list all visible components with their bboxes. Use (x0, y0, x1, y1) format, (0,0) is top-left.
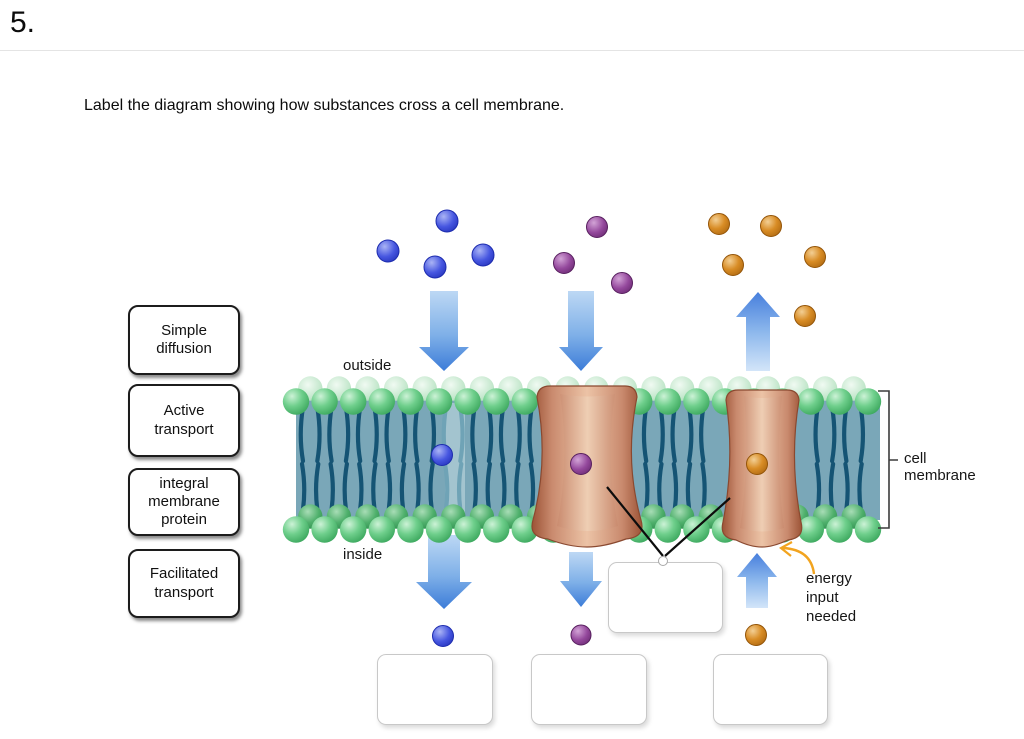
facilitated-transport-down-arrow (559, 291, 603, 371)
facilitated-transport-down-arrow-inside (560, 552, 602, 607)
active-transport-up-arrow (736, 292, 780, 371)
answer-dropzone-bottom-middle[interactable] (531, 654, 647, 725)
instruction-text: Label the diagram showing how substances… (84, 97, 565, 114)
transport-protein-channel-2 (721, 389, 803, 548)
answer-dropzone-bottom-right[interactable] (713, 654, 828, 725)
active-transport-up-arrow-inside (737, 553, 777, 608)
label-card-simple-diffusion[interactable]: Simple diffusion (128, 305, 240, 375)
diffusion-channel-highlight (445, 403, 465, 517)
lipid-tails (298, 404, 866, 519)
answer-dropzone-bottom-left[interactable] (377, 654, 493, 725)
answer-dropzone-protein[interactable] (608, 562, 723, 633)
inside-label: inside (343, 546, 383, 563)
simple-diffusion-down-arrow (419, 291, 469, 371)
outside-label: outside (343, 357, 392, 374)
cell-membrane-bracket (878, 390, 898, 529)
membrane-interior (296, 399, 880, 520)
transport-protein-channel-1 (531, 385, 643, 548)
label-card-active-transport[interactable]: Active transport (128, 384, 240, 457)
lipid-heads (282, 376, 882, 543)
transport-arrows (416, 291, 780, 609)
cell-membrane-label: cell membrane (904, 450, 976, 484)
question-number: 5. (10, 6, 36, 39)
phospholipid-bilayer (282, 376, 882, 543)
label-card-facilitated-transport[interactable]: Facilitated transport (128, 549, 240, 618)
protein-pointer-lines (606, 486, 731, 557)
label-card-integral-membrane-protein[interactable]: integral membrane protein (128, 468, 240, 536)
blue-molecules (376, 209, 495, 647)
energy-input-label: energy input needed (806, 570, 857, 625)
header-divider (0, 50, 1024, 51)
simple-diffusion-down-arrow-inside (416, 535, 472, 609)
